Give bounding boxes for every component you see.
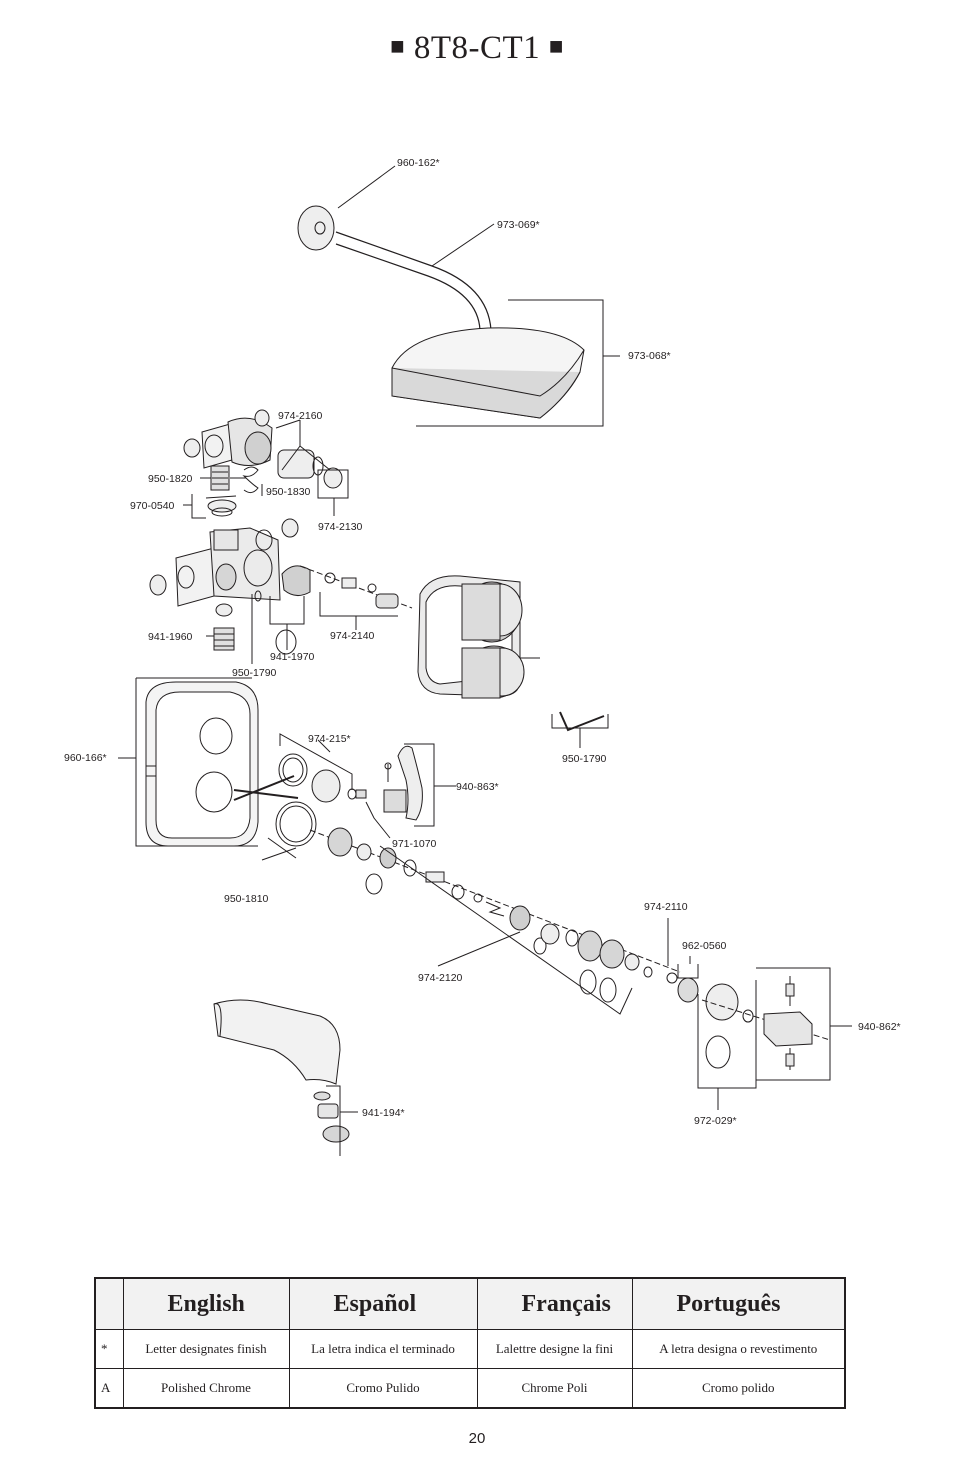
legend-header-english: English — [122, 1277, 290, 1330]
legend-header-espanol: Español — [288, 1277, 478, 1330]
part-label-970-0540: 970-0540 — [130, 500, 175, 512]
legend-cell: Polished Chrome — [122, 1368, 290, 1409]
title-marker-right: ■ — [548, 34, 564, 60]
valve-body-drawing — [149, 518, 413, 655]
part-label-960-166: 960-166* — [64, 752, 107, 764]
part-label-974-215: 974-215* — [308, 733, 351, 745]
legend-cell: La letra indica el terminado — [288, 1329, 478, 1369]
part-label-940-863: 940-863* — [456, 781, 499, 793]
legend-header-portugues: Português — [631, 1277, 846, 1330]
exploded-parts-diagram: 960-162* 973-069* 973-068* 974-2160 950-… — [64, 157, 901, 1156]
legend-cell: Lalettre designe la fini — [476, 1329, 633, 1369]
legend-header-francais: Français — [476, 1277, 633, 1330]
part-label-974-2110: 974-2110 — [644, 901, 688, 913]
part-label-974-2160: 974-2160 — [278, 410, 323, 422]
part-label-962-0560: 962-0560 — [682, 940, 727, 952]
title-marker-left: ■ — [390, 34, 406, 60]
legend-cell: Letter designates finish — [122, 1329, 290, 1369]
rough-in-housing-drawing — [417, 575, 540, 699]
part-label-950-1790-key: 950-1790 — [562, 753, 607, 765]
lever-handle-drawing — [383, 745, 423, 821]
part-label-973-068: 973-068* — [628, 350, 671, 362]
legend-header-row: English Español Français Português — [94, 1277, 846, 1330]
tub-spout-drawing — [213, 999, 350, 1143]
part-label-940-862: 940-862* — [858, 1021, 901, 1033]
legend-cell: Chrome Poli — [476, 1368, 633, 1409]
part-label-950-1810: 950-1810 — [224, 893, 269, 905]
cartridge-assembly-drawing — [309, 827, 681, 1003]
part-label-973-069: 973-069* — [497, 219, 540, 231]
part-label-960-162: 960-162* — [397, 157, 440, 169]
legend-code: A — [94, 1368, 124, 1409]
part-label-971-1070: 971-1070 — [392, 838, 437, 850]
legend-cell: Cromo polido — [631, 1368, 846, 1409]
part-label-950-1820: 950-1820 — [148, 473, 193, 485]
model-number: 8T8-CT1 — [413, 30, 541, 66]
finish-legend-table: English Español Français Português * Let… — [94, 1277, 846, 1409]
page-number: 20 — [468, 1430, 486, 1447]
part-label-972-029: 972-029* — [694, 1115, 737, 1127]
shower-head-drawing — [391, 327, 585, 419]
trim-plate-drawing — [145, 681, 259, 847]
legend-cell: A letra designa o revestimento — [631, 1329, 846, 1369]
part-label-974-2140: 974-2140 — [330, 630, 375, 642]
part-label-974-2130: 974-2130 — [318, 521, 363, 533]
part-label-941-194: 941-194* — [362, 1107, 405, 1119]
right-trim-drawing — [643, 966, 831, 1070]
part-label-941-1970: 941-1970 — [270, 651, 315, 663]
table-row: A Polished Chrome Cromo Pulido Chrome Po… — [94, 1368, 846, 1409]
hex-key-drawing — [559, 711, 605, 732]
legend-code: * — [94, 1329, 124, 1369]
legend-header-blank — [94, 1277, 124, 1330]
table-row: * Letter designates finish La letra indi… — [94, 1329, 846, 1369]
part-label-950-1830: 950-1830 — [266, 486, 311, 498]
stop-ring-drawing — [275, 753, 341, 847]
page-title: ■ 8T8-CT1 ■ — [0, 30, 954, 67]
shower-flange-drawing — [297, 205, 335, 251]
part-label-941-1960: 941-1960 — [148, 631, 193, 643]
legend-cell: Cromo Pulido — [288, 1368, 478, 1409]
part-label-950-1790-upper: 950-1790 — [232, 667, 277, 679]
bracket-973-068 — [416, 299, 604, 427]
diverter-assembly-drawing — [183, 409, 343, 517]
part-label-974-2120: 974-2120 — [418, 972, 463, 984]
